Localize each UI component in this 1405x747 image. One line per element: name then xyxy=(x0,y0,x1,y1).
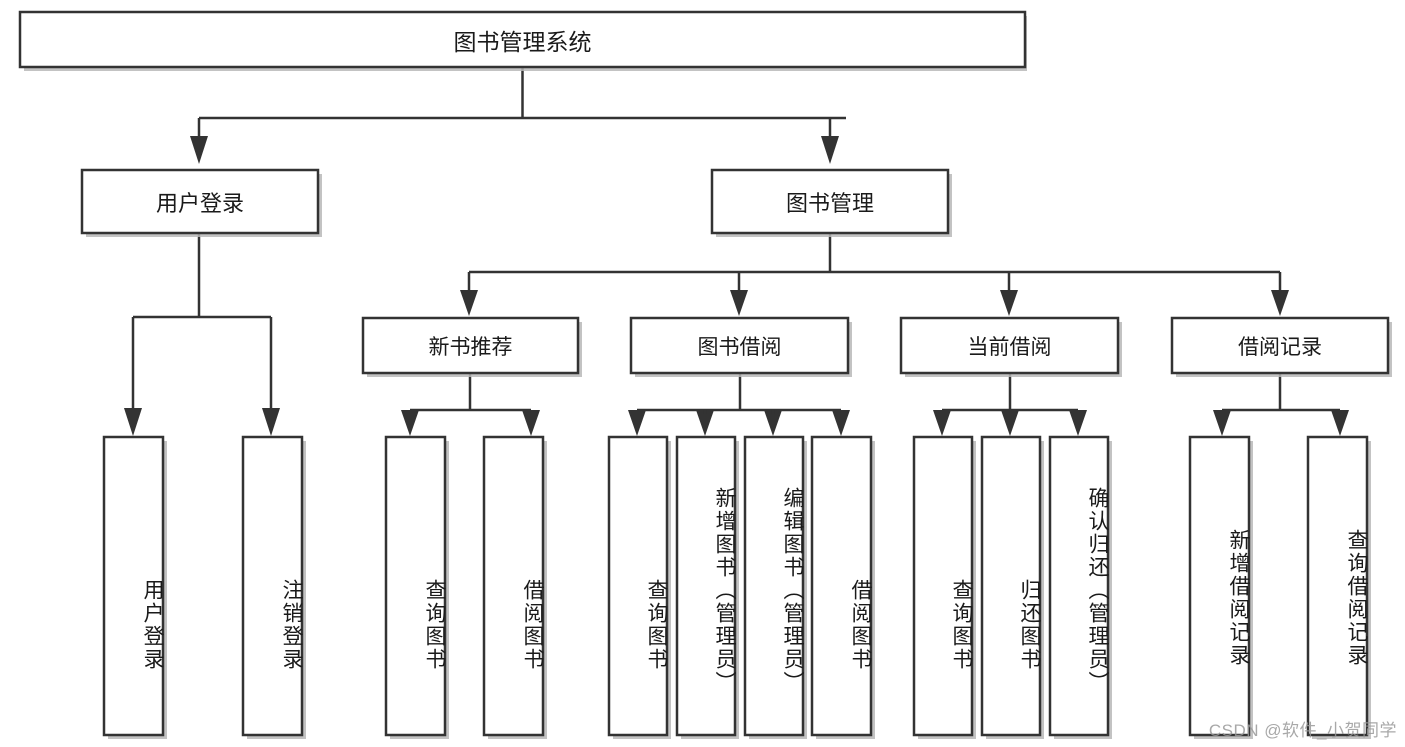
arrow-borrow-child-4 xyxy=(832,410,850,436)
connector-group-login xyxy=(124,233,280,436)
node-box-leaf-edit-book-admin[interactable] xyxy=(743,435,805,737)
node-box-leaf-borrow-books-2[interactable] xyxy=(810,435,873,737)
node-box-leaf-query-books-1[interactable] xyxy=(384,435,447,737)
node-box-leaf-confirm-return-admin[interactable] xyxy=(1048,435,1110,737)
arrow-current-child-2 xyxy=(1001,410,1019,436)
node-box-book-borrow[interactable] xyxy=(629,316,850,375)
node-box-borrow-records[interactable] xyxy=(1170,316,1390,375)
arrow-login-to-user-login xyxy=(124,408,142,436)
arrow-borrow-child-1 xyxy=(628,410,646,436)
node-box-book-management[interactable] xyxy=(710,168,950,235)
connector-group-current xyxy=(933,373,1087,436)
node-box-leaf-borrow-books-1[interactable] xyxy=(482,435,545,737)
node-box-leaf-query-books-3[interactable] xyxy=(912,435,974,737)
arrow-records-child-2 xyxy=(1331,410,1349,436)
arrow-borrow-child-2 xyxy=(696,410,714,436)
node-box-new-book-recommend[interactable] xyxy=(361,316,580,375)
node-box-leaf-query-books-2[interactable] xyxy=(607,435,669,737)
node-box-leaf-logout[interactable] xyxy=(241,435,304,737)
arrow-root-to-login xyxy=(190,136,208,164)
arrow-root-to-bookmgmt xyxy=(821,136,839,164)
arrow-bookmgmt-to-newbook xyxy=(460,290,478,316)
node-boxes xyxy=(18,10,1390,737)
arrow-newbook-child-2 xyxy=(522,410,540,436)
arrow-borrow-child-3 xyxy=(764,410,782,436)
arrow-current-child-1 xyxy=(933,410,951,436)
arrow-newbook-child-1 xyxy=(401,410,419,436)
connector-group-bookmgmt xyxy=(460,233,1289,316)
connector-group-newbook xyxy=(401,373,540,436)
arrow-records-child-1 xyxy=(1213,410,1231,436)
node-box-leaf-return-books[interactable] xyxy=(980,435,1042,737)
connector-group-records xyxy=(1213,373,1349,436)
node-box-leaf-add-borrow-record[interactable] xyxy=(1188,435,1251,737)
arrow-bookmgmt-to-current xyxy=(1000,290,1018,316)
node-box-current-borrow[interactable] xyxy=(899,316,1120,375)
arrow-login-to-logout xyxy=(262,408,280,436)
connector-group-borrow xyxy=(628,373,850,436)
node-box-leaf-add-book-admin[interactable] xyxy=(675,435,737,737)
node-box-root[interactable] xyxy=(18,10,1027,69)
node-box-leaf-user-login[interactable] xyxy=(102,435,165,737)
node-box-leaf-query-borrow-record[interactable] xyxy=(1306,435,1369,737)
arrow-bookmgmt-to-borrow xyxy=(730,290,748,316)
arrow-current-child-3 xyxy=(1069,410,1087,436)
connector-group-root xyxy=(190,67,846,164)
node-box-user-login[interactable] xyxy=(80,168,320,235)
arrow-bookmgmt-to-records xyxy=(1271,290,1289,316)
